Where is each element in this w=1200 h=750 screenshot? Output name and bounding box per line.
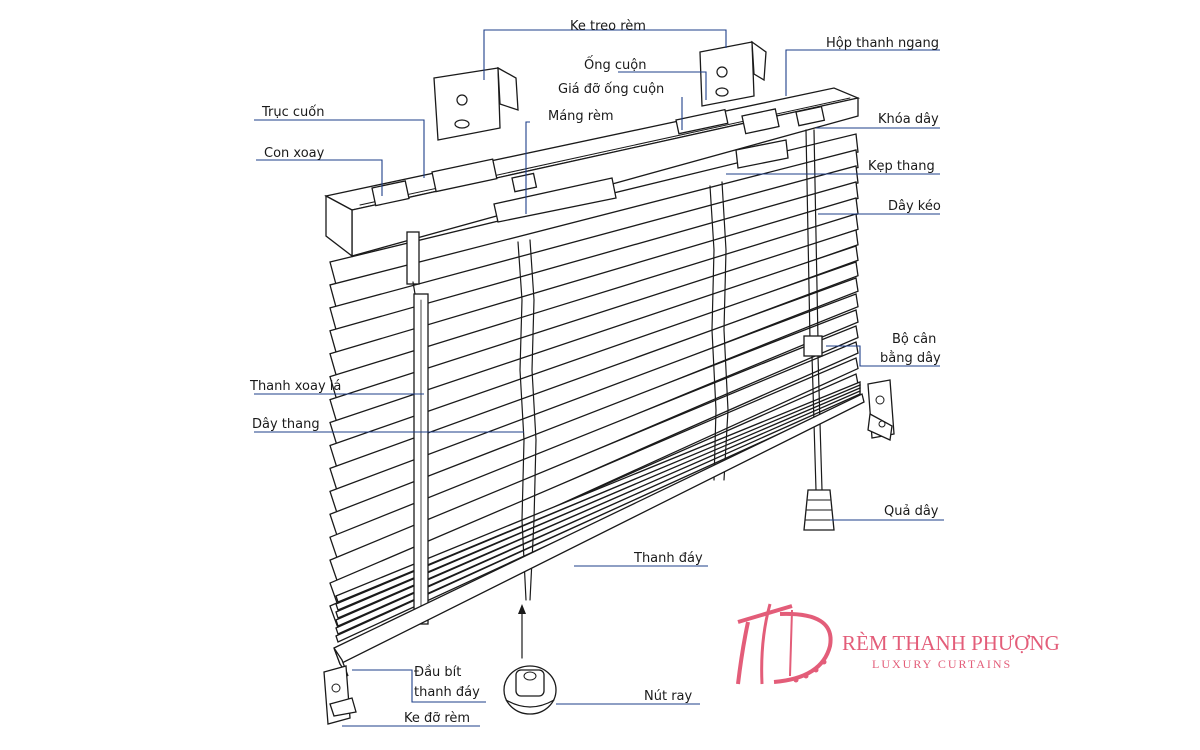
label-truc-cuon: Trục cuốn xyxy=(261,105,324,120)
top-bracket-right xyxy=(699,40,767,107)
label-day-keo: Dây kéo xyxy=(888,199,941,214)
brand-name: RÈM THANH PHƯỢNG xyxy=(842,631,1060,655)
label-bo-can-bang-day-line2: bằng dây xyxy=(880,351,941,366)
bottom-rail xyxy=(333,393,865,677)
label-bo-can-bang-day-line1: Bộ cân xyxy=(892,332,936,347)
brand-tagline: LUXURY CURTAINS xyxy=(872,657,1012,671)
slat xyxy=(329,325,859,562)
label-ke-treo-rem: Ke treo rèm xyxy=(570,19,646,34)
slat xyxy=(329,277,859,495)
label-mang-rem: Máng rèm xyxy=(548,109,614,124)
slat xyxy=(329,245,859,450)
side-bracket-left xyxy=(323,665,357,725)
rail-button-detail xyxy=(503,604,557,715)
slat xyxy=(329,229,859,428)
ladder-cords xyxy=(517,181,729,601)
label-kep-thang: Kẹp thang xyxy=(868,159,935,174)
slat xyxy=(329,341,859,585)
tilt-wand xyxy=(406,231,429,625)
label-thanh-day: Thanh đáy xyxy=(633,551,703,566)
label-day-thang: Dây thang xyxy=(252,417,320,432)
label-ke-do-rem: Ke đỡ rèm xyxy=(404,711,470,726)
label-ong-cuon: Ống cuộn xyxy=(584,56,646,73)
label-nut-ray: Nút ray xyxy=(644,689,693,704)
leader-lines xyxy=(254,29,944,727)
label-thanh-xoay-la: Thanh xoay lá xyxy=(249,379,341,394)
label-con-xoay: Con xoay xyxy=(264,146,325,161)
part-labels: Ke treo rèm Ống cuộn Hộp thanh ngang Giá… xyxy=(249,19,941,726)
slat xyxy=(329,261,859,473)
top-bracket-left xyxy=(433,66,519,141)
label-gia-do-ong-cuon: Giá đỡ ống cuộn xyxy=(558,82,664,97)
brand-logo: RÈM THANH PHƯỢNG LUXURY CURTAINS xyxy=(736,603,1060,685)
label-qua-day: Quả dây xyxy=(884,504,939,519)
label-khoa-day: Khóa dây xyxy=(878,112,939,127)
slat xyxy=(329,293,859,517)
label-dau-bit-line1: Đầu bít xyxy=(414,665,461,680)
head-rail xyxy=(324,87,861,258)
brand-monogram-icon xyxy=(736,603,833,685)
label-dau-bit-line2: thanh đáy xyxy=(414,685,480,700)
side-bracket-right xyxy=(867,379,895,441)
blind-illustration xyxy=(323,40,895,725)
slat xyxy=(329,357,859,607)
label-hop-thanh-ngang: Hộp thanh ngang xyxy=(826,36,939,51)
